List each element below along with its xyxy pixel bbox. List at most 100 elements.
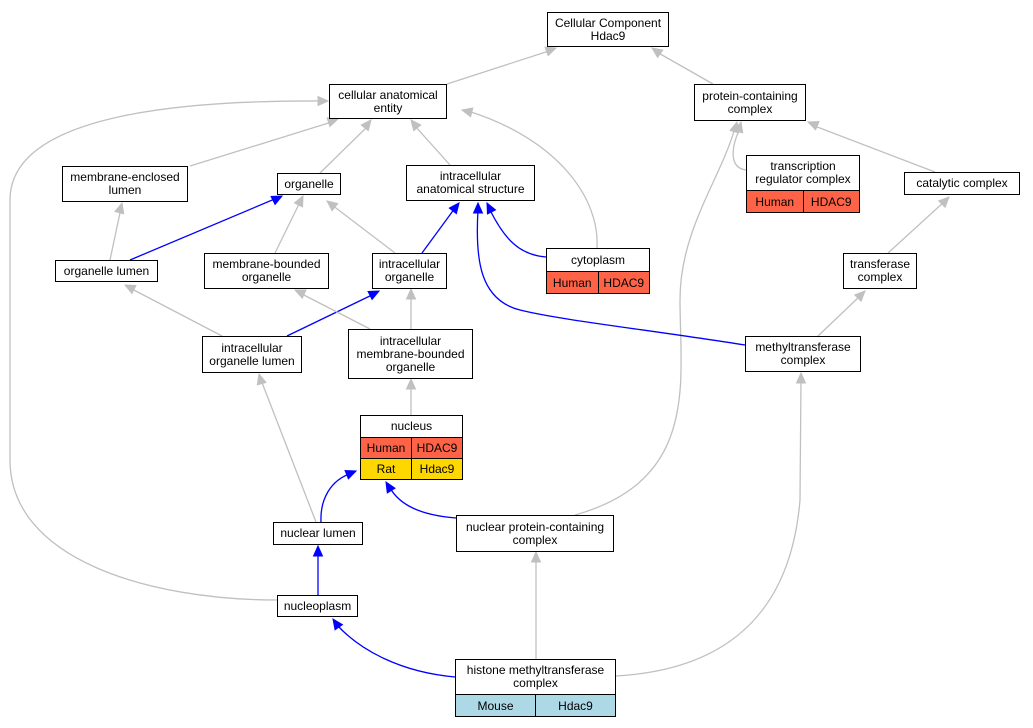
node-label: methyltransferase complex	[746, 337, 860, 371]
edge-is-a	[615, 371, 807, 677]
edge-is-a	[530, 550, 542, 659]
node-label-line: Hdac9	[590, 28, 626, 43]
node-label-line: transferase	[849, 257, 911, 271]
edge-arrowhead	[806, 121, 820, 131]
node-label-line: transcription	[770, 159, 836, 173]
edge-arrowhead	[729, 120, 740, 134]
node-label-line: organelle	[241, 270, 292, 284]
node-label: Cellular Component Hdac9	[548, 13, 668, 46]
edge-arrowhead	[405, 287, 417, 300]
node-label-line: complex	[512, 532, 558, 547]
node-intracellular-organelle[interactable]: intracellular organelle	[372, 253, 447, 289]
node-transcription-regulator-complex[interactable]: transcription regulator complex Human HD…	[746, 155, 860, 213]
node-cellular-anatomical-entity[interactable]: cellular anatomical entity	[329, 84, 447, 119]
node-label: nuclear protein-containing complex	[457, 516, 613, 551]
edge-line	[109, 207, 122, 261]
edge-is-a	[817, 290, 866, 337]
node-nucleoplasm[interactable]: nucleoplasm	[277, 595, 358, 617]
edge-line	[297, 291, 371, 330]
species-cell: Human	[552, 275, 592, 290]
node-label-line: Cellular Component	[554, 15, 662, 30]
node-label-line: regulator complex	[755, 172, 851, 186]
node-nuclear-lumen[interactable]: nuclear lumen	[273, 522, 363, 545]
edge-line	[732, 127, 747, 171]
edge-is-a	[189, 117, 340, 167]
edge-arrowhead	[270, 195, 284, 206]
edge-is-a	[405, 377, 417, 415]
edge-line	[129, 197, 278, 261]
node-nuclear-protein-containing-complex[interactable]: nuclear protein-containing complex	[456, 515, 614, 552]
edge-line	[129, 287, 223, 337]
node-cytoplasm[interactable]: cytoplasm Human HDAC9	[546, 248, 650, 294]
node-organelle[interactable]: organelle	[277, 173, 341, 195]
node-protein-containing-complex[interactable]: protein-containing complex	[694, 84, 806, 121]
edge-line	[887, 200, 946, 254]
edge-part-of	[312, 544, 324, 595]
edge-part-of	[472, 201, 746, 346]
species-cell: Rat	[376, 462, 396, 476]
gene-cell: HDAC9	[411, 438, 462, 458]
node-label-line: nuclear lumen	[280, 526, 356, 540]
edge-is-a	[887, 196, 950, 254]
annotation-row: Human HDAC9	[747, 190, 859, 212]
edge-is-a	[256, 372, 317, 523]
edge-line	[467, 110, 598, 249]
annotation-row: Mouse Hdac9	[456, 694, 615, 716]
edge-arrowhead	[385, 480, 396, 494]
gene-cell: HDAC9	[597, 272, 650, 293]
node-label: intracellular organelle lumen	[203, 337, 301, 372]
edge-line	[189, 120, 336, 167]
node-label-line: complex	[857, 270, 903, 284]
edge-is-a	[446, 46, 558, 85]
node-label-line: intracellular	[378, 257, 441, 271]
edge-arrowhead	[853, 290, 866, 303]
edge-is-a	[574, 120, 740, 516]
edge-part-of	[286, 290, 381, 337]
edge-is-a	[405, 287, 417, 329]
node-transferase-complex[interactable]: transferase complex	[843, 253, 917, 289]
node-label-line: nuclear protein-containing	[465, 519, 605, 534]
node-label-line: organelle	[384, 270, 435, 284]
edge-line	[286, 293, 375, 337]
edge-arrowhead	[114, 201, 125, 215]
annotation-row: Rat Hdac9	[361, 458, 462, 479]
node-membrane-bounded-organelle[interactable]: membrane-bounded organelle	[204, 253, 329, 289]
edge-part-of	[421, 202, 460, 254]
node-methyltransferase-complex[interactable]: methyltransferase complex	[745, 336, 861, 372]
edge-arrowhead	[937, 196, 950, 209]
edge-line	[319, 125, 369, 174]
node-membrane-enclosed-lumen[interactable]: membrane-enclosed lumen	[62, 166, 188, 202]
node-label: transferase complex	[844, 254, 916, 288]
edge-arrowhead	[293, 289, 307, 300]
edge-arrowhead	[486, 201, 497, 215]
edge-arrowhead	[332, 618, 344, 631]
edge-arrowhead	[410, 119, 422, 132]
node-histone-methyltransferase-complex[interactable]: histone methyltransferase complex Mouse …	[455, 659, 616, 717]
node-label-line: complex	[513, 676, 558, 690]
edge-arrowhead	[293, 194, 304, 208]
node-label-line: nucleus	[390, 419, 433, 433]
edge-line	[274, 199, 302, 254]
node-organelle-lumen[interactable]: organelle lumen	[55, 260, 158, 282]
edge-arrowhead	[344, 470, 358, 480]
node-catalytic-complex[interactable]: catalytic complex	[904, 172, 1020, 195]
node-label-line: protein-containing	[702, 88, 798, 103]
node-cc-hdac9[interactable]: Cellular Component Hdac9	[547, 12, 669, 47]
node-nucleus[interactable]: nucleus Human HDAC9 Rat Hdac9	[360, 415, 463, 480]
node-label: catalytic complex	[905, 173, 1019, 194]
edges-layer	[9, 46, 950, 678]
node-label-line: membrane-enclosed	[70, 170, 180, 184]
node-intracellular-anatomical-structure[interactable]: intracellular anatomical structure	[406, 165, 535, 201]
node-label-line: complex	[727, 101, 773, 116]
node-label: nucleus	[361, 416, 462, 437]
node-label-line: intracellular	[221, 340, 283, 355]
gene-cell: Hdac9	[535, 695, 615, 716]
node-label-line: intracellular	[379, 333, 442, 348]
species-cell: Mouse	[477, 698, 514, 713]
node-label: transcription regulator complex	[747, 156, 859, 190]
edge-arrowhead	[472, 201, 484, 214]
node-intracellular-organelle-lumen[interactable]: intracellular organelle lumen	[202, 336, 302, 373]
edge-line	[9, 100, 329, 601]
species-cell: Human	[366, 441, 406, 455]
node-intracellular-membrane-bounded-organelle[interactable]: intracellular membrane-bounded organelle	[348, 329, 473, 379]
